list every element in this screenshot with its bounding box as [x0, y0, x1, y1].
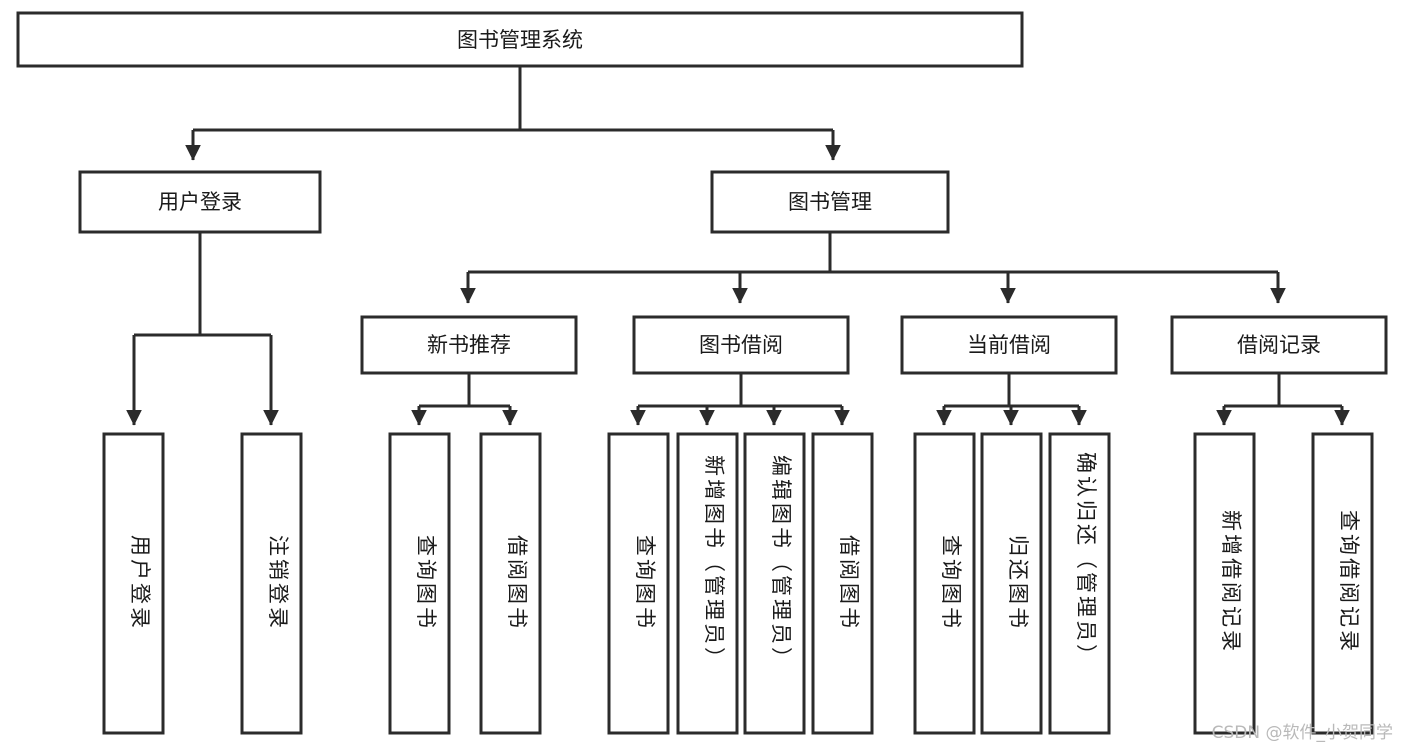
node-root-label: 图书管理系统 [457, 28, 583, 52]
connector-book-manage-to-level3 [460, 232, 1286, 304]
node-borrow-record[interactable]: 借阅记录 [1170, 315, 1388, 375]
node-root[interactable]: 图书管理系统 [16, 11, 1024, 68]
leaf-query-book-2[interactable]: 查询图书 [607, 432, 670, 735]
leaf-borrow-book-1-box[interactable] [479, 432, 542, 735]
connector-current-borrow-to-leaves [936, 373, 1087, 426]
leaf-add-book-label: 新增图书（管理员） [702, 455, 726, 671]
leaf-query-book-3-label: 查询图书 [939, 535, 963, 631]
leaf-user-logout-label: 注销登录 [266, 535, 290, 631]
node-current-borrow-box[interactable] [900, 315, 1118, 375]
node-new-book-recommend[interactable]: 新书推荐 [360, 315, 578, 375]
leaf-borrow-book-1-label: 借阅图书 [505, 535, 529, 631]
node-current-borrow[interactable]: 当前借阅 [900, 315, 1118, 375]
connector-borrow-record-to-leaves [1216, 373, 1350, 426]
node-user-login[interactable]: 用户登录 [78, 170, 322, 234]
leaf-return-book-label: 归还图书 [1006, 535, 1030, 631]
leaf-return-book[interactable]: 归还图书 [980, 432, 1043, 735]
node-new-book-recommend-box[interactable] [360, 315, 578, 375]
leaf-edit-book-label: 编辑图书（管理员） [769, 455, 793, 671]
node-new-book-recommend-label: 新书推荐 [427, 333, 511, 357]
leaf-user-login-box[interactable] [102, 432, 165, 735]
leaf-user-login-label: 用户登录 [128, 535, 152, 631]
leaf-borrow-book-1[interactable]: 借阅图书 [479, 432, 542, 735]
connector-new-book-recommend-to-leaves [411, 373, 518, 426]
leaf-add-record-label: 新增借阅记录 [1219, 510, 1243, 654]
leaf-add-record-box[interactable] [1193, 432, 1256, 735]
leaf-add-book[interactable]: 新增图书（管理员） [676, 432, 739, 735]
leaf-borrow-book-2-label: 借阅图书 [837, 535, 861, 631]
node-user-login-label: 用户登录 [158, 190, 242, 214]
csdn-watermark: CSDN @软件_小贺同学 [1211, 723, 1393, 743]
leaf-query-book-1-label: 查询图书 [414, 535, 438, 631]
leaf-query-record[interactable]: 查询借阅记录 [1311, 432, 1374, 735]
node-book-borrow-label: 图书借阅 [699, 333, 783, 357]
leaf-query-record-label: 查询借阅记录 [1337, 510, 1361, 654]
node-borrow-record-label: 借阅记录 [1237, 333, 1321, 357]
leaf-query-book-1-box[interactable] [388, 432, 451, 735]
leaf-confirm-return[interactable]: 确认归还（管理员） [1048, 432, 1111, 735]
node-user-login-box[interactable] [78, 170, 322, 234]
leaf-user-logout[interactable]: 注销登录 [240, 432, 303, 735]
node-root-box[interactable] [16, 11, 1024, 68]
leaf-edit-book[interactable]: 编辑图书（管理员） [743, 432, 806, 735]
leaf-borrow-book-2[interactable]: 借阅图书 [811, 432, 874, 735]
leaf-query-record-box[interactable] [1311, 432, 1374, 735]
node-book-borrow[interactable]: 图书借阅 [632, 315, 850, 375]
leaf-query-book-3[interactable]: 查询图书 [913, 432, 976, 735]
leaf-edit-book-box[interactable] [743, 432, 806, 735]
leaf-query-book-3-box[interactable] [913, 432, 976, 735]
leaf-confirm-return-label: 确认归还（管理员） [1074, 452, 1098, 668]
node-current-borrow-label: 当前借阅 [967, 333, 1051, 357]
leaf-add-book-box[interactable] [676, 432, 739, 735]
leaf-return-book-box[interactable] [980, 432, 1043, 735]
leaf-confirm-return-box[interactable] [1048, 432, 1111, 735]
leaf-query-book-2-box[interactable] [607, 432, 670, 735]
connector-book-borrow-to-leaves [630, 373, 850, 426]
connector-root-to-level2 [185, 66, 841, 161]
leaf-query-book-2-label: 查询图书 [633, 535, 657, 631]
leaf-user-login[interactable]: 用户登录 [102, 432, 165, 735]
leaf-user-logout-box[interactable] [240, 432, 303, 735]
leaf-borrow-book-2-box[interactable] [811, 432, 874, 735]
leaf-add-record[interactable]: 新增借阅记录 [1193, 432, 1256, 735]
node-book-manage[interactable]: 图书管理 [710, 170, 950, 234]
connector-user-login-to-leaves [126, 232, 279, 426]
leaf-query-book-1[interactable]: 查询图书 [388, 432, 451, 735]
node-book-manage-label: 图书管理 [788, 190, 872, 214]
